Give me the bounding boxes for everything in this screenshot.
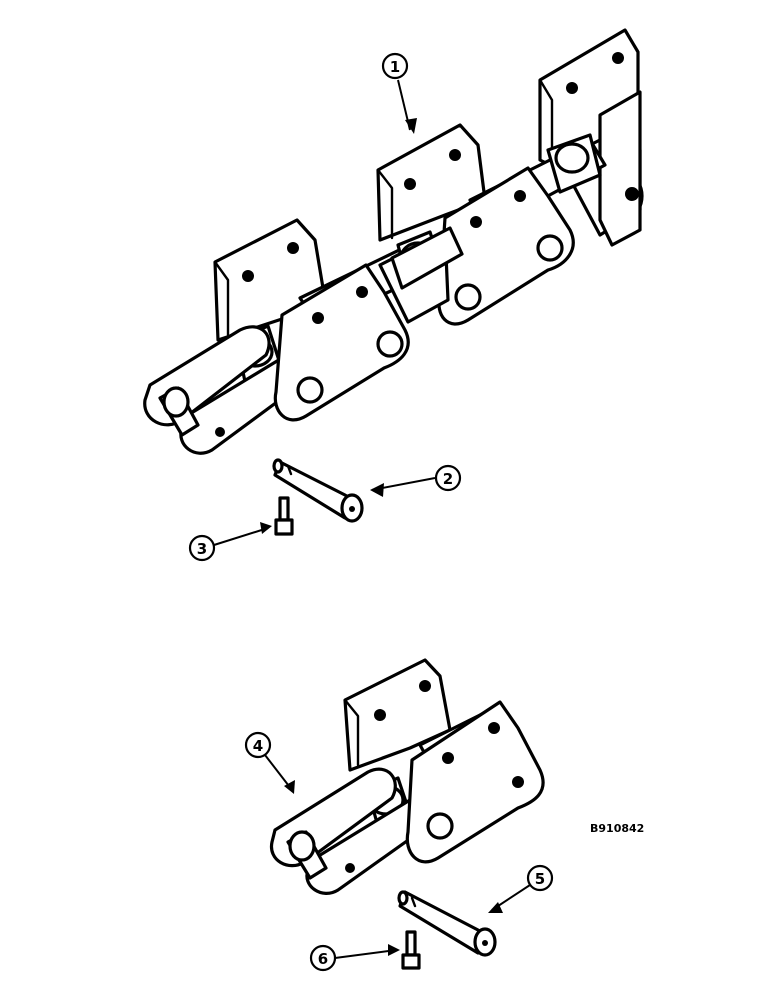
callout-3: 3 [188, 522, 272, 562]
connecting-pin-bottom [397, 890, 497, 957]
callout-1-label: 1 [390, 58, 400, 76]
callout-6: 6 [309, 944, 400, 972]
callout-6-label: 6 [318, 950, 328, 968]
callout-4: 4 [244, 731, 295, 794]
chain-assembly: 1 [143, 28, 644, 455]
retaining-bolt-top [274, 496, 294, 536]
callout-1: 1 [381, 52, 417, 134]
attachment-plate-middle [376, 123, 487, 242]
side-plate-front-left [273, 263, 410, 422]
retaining-bolt-bottom [401, 930, 421, 970]
callout-3-label: 3 [197, 540, 207, 558]
callout-5: 5 [488, 864, 554, 913]
figure-reference-code: B910842 [590, 822, 644, 835]
callout-2: 2 [370, 464, 462, 497]
roller-middle-right [546, 133, 602, 194]
callout-2-label: 2 [443, 470, 453, 488]
front-link-bar [378, 226, 464, 324]
callout-5-label: 5 [535, 870, 545, 888]
connecting-pin-top [272, 458, 364, 523]
end-link-left [143, 325, 307, 455]
callout-4-label: 4 [253, 737, 263, 755]
side-plate-front-right [437, 166, 575, 326]
chain-link-single [269, 658, 545, 895]
